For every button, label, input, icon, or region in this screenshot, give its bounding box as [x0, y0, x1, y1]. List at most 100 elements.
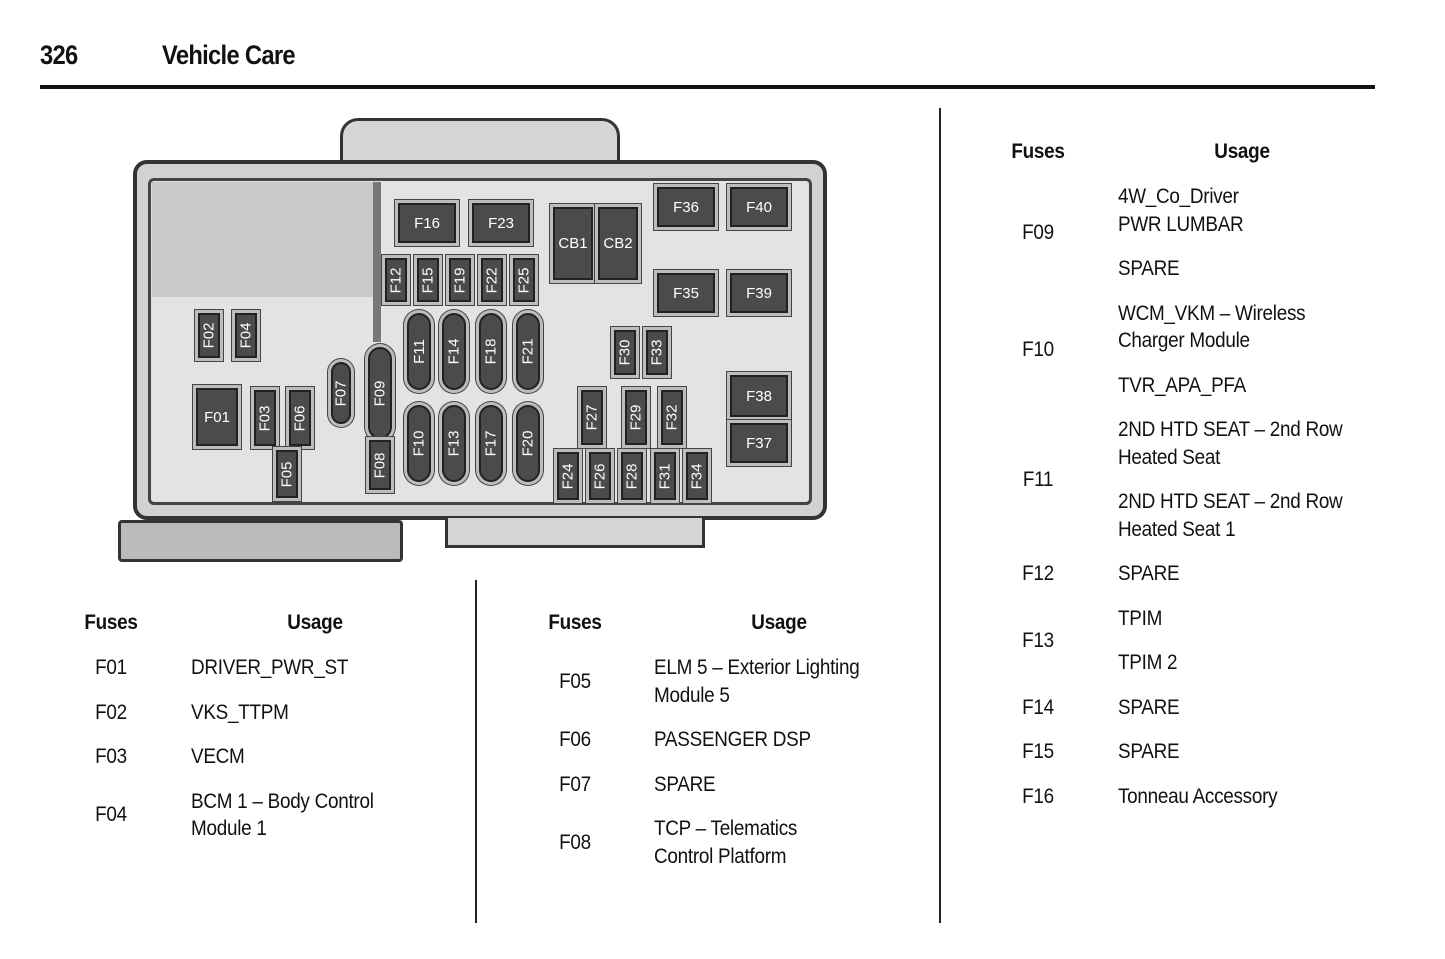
column-divider — [939, 108, 941, 923]
fuse-label: F28 — [623, 463, 641, 489]
usage-text: VKS_TTPM — [191, 700, 289, 724]
usage-text: TPIM — [1118, 606, 1163, 630]
fuse-label: F25 — [515, 267, 533, 293]
fuse-id: F14 — [1022, 695, 1054, 719]
fuse-id: F03 — [95, 745, 127, 768]
fuse-cb1: CB1 — [553, 207, 593, 280]
fuse-label: F16 — [414, 214, 440, 232]
fuse-f18: F18 — [479, 313, 503, 390]
usage-text: SPARE — [1118, 740, 1180, 763]
fuse-cb2: CB2 — [598, 207, 638, 280]
fuse-f40: F40 — [730, 187, 788, 227]
usage-text: TVR_APA_PFA — [1118, 373, 1246, 397]
fuse-label: F04 — [237, 322, 255, 349]
fuse-f39: F39 — [730, 273, 788, 313]
fuse-label: F39 — [746, 284, 772, 302]
fuse-label: F08 — [371, 452, 389, 478]
fuse-label: F14 — [445, 338, 463, 365]
fuse-label: CB1 — [558, 235, 588, 252]
usage-text: SPARE — [1118, 257, 1180, 280]
fuse-label: F15 — [419, 267, 437, 293]
column-divider — [475, 580, 477, 923]
fuse-f01: F01 — [196, 388, 238, 446]
fuse-f03: F03 — [254, 390, 276, 446]
fuse-label: F32 — [663, 404, 681, 431]
fuse-id: F13 — [1022, 628, 1054, 652]
fuse-f37: F37 — [730, 423, 788, 463]
fuse-f36: F36 — [657, 187, 715, 227]
usage-text: PASSENGER DSP — [654, 728, 811, 751]
fuse-f14: F14 — [442, 313, 466, 390]
fuse-f19: F19 — [449, 258, 471, 302]
usage-text: Module 5 — [654, 683, 730, 707]
usage-text: DRIVER_PWR_ST — [191, 656, 349, 679]
fuse-label: F30 — [616, 339, 634, 366]
usage-text: 2ND HTD SEAT – 2nd Row — [1118, 418, 1343, 441]
fuse-label: CB2 — [603, 235, 633, 252]
usage-text: Charger Module — [1118, 329, 1250, 352]
fuse-f12: F12 — [385, 258, 407, 302]
fuse-f28: F28 — [621, 452, 643, 500]
header-rule — [40, 85, 1375, 89]
fuse-f17: F17 — [479, 405, 503, 482]
fuse-f11: F11 — [407, 313, 431, 390]
usage-text: Module 1 — [191, 817, 267, 840]
fuse-id: F01 — [95, 656, 127, 679]
fuse-id: F10 — [1022, 337, 1054, 361]
fuse-label: F36 — [673, 198, 699, 216]
fuse-f21: F21 — [516, 313, 540, 390]
fuse-label: F17 — [482, 430, 500, 457]
column-header-usage: Usage — [287, 611, 343, 634]
usage-text: Control Platform — [654, 844, 787, 868]
fuse-label: F20 — [519, 430, 537, 457]
fuse-id: F11 — [1022, 467, 1054, 491]
fuse-f38: F38 — [730, 375, 788, 417]
fuse-label: F19 — [451, 267, 469, 293]
fuse-block-raised-area — [152, 182, 377, 297]
fuse-id: F06 — [559, 728, 591, 751]
fuse-label: F21 — [519, 338, 537, 365]
fuse-f06: F06 — [289, 390, 311, 446]
fuse-label: F18 — [482, 338, 500, 365]
fuse-label: F34 — [688, 463, 706, 489]
usage-text: SPARE — [654, 772, 716, 796]
usage-text: BCM 1 – Body Control — [191, 789, 374, 813]
fuse-f05: F05 — [276, 450, 298, 498]
fuse-f32: F32 — [661, 390, 683, 445]
fuse-label: F24 — [559, 463, 577, 489]
fuse-label: F11 — [410, 339, 428, 364]
fuse-label: F12 — [387, 267, 405, 293]
fuse-f15: F15 — [417, 258, 439, 302]
fuse-f08: F08 — [369, 440, 391, 490]
fuse-f22: F22 — [481, 258, 503, 302]
fuse-f26: F26 — [589, 452, 611, 500]
fuse-f02: F02 — [198, 313, 220, 358]
usage-text: VECM — [191, 745, 245, 768]
page-number: 326 — [40, 40, 78, 70]
fuse-f09: F09 — [368, 347, 392, 439]
usage-text: Heated Seat — [1118, 445, 1221, 469]
fuse-id: F02 — [95, 700, 127, 724]
fuse-f04: F04 — [235, 313, 257, 358]
fuse-f23: F23 — [472, 203, 530, 243]
fuse-label: F02 — [200, 322, 218, 349]
fuse-label: F38 — [746, 387, 772, 405]
usage-text: PWR LUMBAR — [1118, 212, 1244, 236]
fuse-f31: F31 — [654, 452, 676, 500]
usage-text: 2ND HTD SEAT – 2nd Row — [1118, 490, 1343, 513]
fuse-label: F29 — [627, 404, 645, 431]
fuse-id: F16 — [1022, 784, 1054, 808]
fuse-label: F31 — [656, 463, 674, 489]
fuse-f25: F25 — [513, 258, 535, 302]
fuse-label: F01 — [204, 408, 230, 426]
fuse-label: F05 — [278, 461, 296, 487]
fuse-f33: F33 — [646, 330, 668, 375]
fuse-label: F37 — [746, 434, 772, 452]
usage-text: TCP – Telematics — [654, 817, 798, 840]
fuse-f16: F16 — [398, 203, 456, 243]
fuse-label: F27 — [583, 404, 601, 431]
fuse-f29: F29 — [625, 390, 647, 445]
fuse-block-top-tab — [340, 118, 620, 168]
fuse-label: F10 — [410, 430, 428, 457]
fuse-label: F33 — [648, 339, 666, 366]
